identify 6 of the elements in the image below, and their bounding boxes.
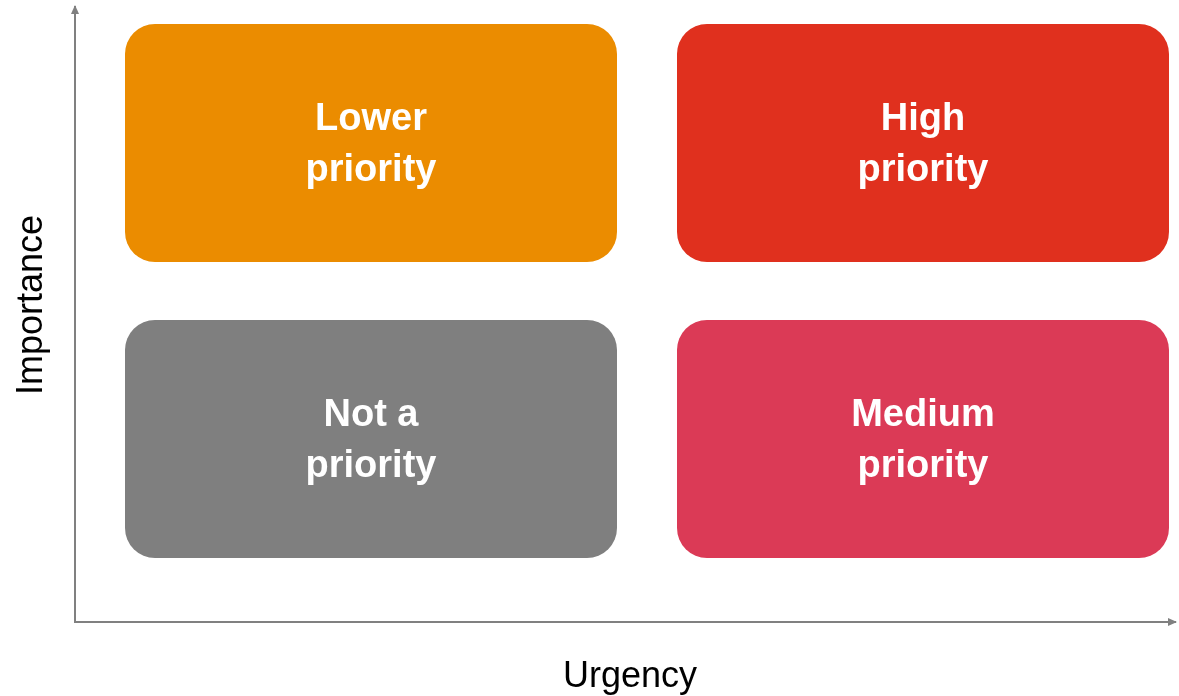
- axis-label: Urgency: [562, 657, 698, 693]
- priority-box: Lower priority: [125, 24, 617, 262]
- priority-box: Medium priority: [677, 320, 1169, 558]
- axis-label: Importance: [12, 214, 48, 396]
- priority-box: Not a priority: [125, 320, 617, 558]
- priority-box: High priority: [677, 24, 1169, 262]
